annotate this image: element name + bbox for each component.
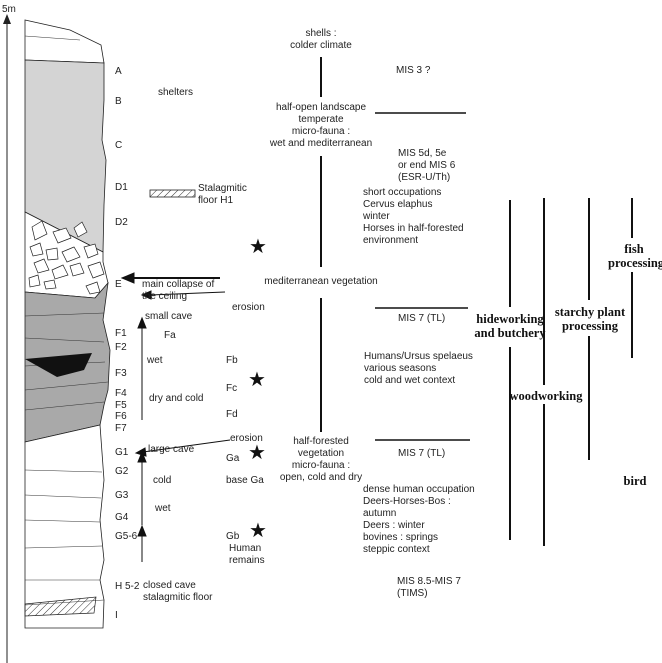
unit-ga: Ga <box>226 453 240 464</box>
dating-mis7-lower: MIS 7 (TL) <box>398 448 446 459</box>
event-arrows <box>120 272 231 562</box>
layer-label-f2: F2 <box>115 342 127 353</box>
unit-gb: Gb <box>226 531 240 542</box>
star-icon: ★ <box>249 518 267 542</box>
layer-label-f4: F4 <box>115 388 127 399</box>
dating-mis3: MIS 3 ? <box>396 65 431 76</box>
layer-label-f1: F1 <box>115 328 127 339</box>
layer-label-f6: F6 <box>115 411 127 422</box>
cold-note: cold <box>153 475 172 486</box>
wet-lower-note: wet <box>155 503 171 514</box>
stalagmitic-floor-box <box>149 189 196 198</box>
layer-label-g1: G1 <box>115 447 129 458</box>
layer-label-g5-6: G5-6 <box>115 531 138 542</box>
layer-label-i: I <box>115 610 118 621</box>
layer-label-c: C <box>115 140 123 151</box>
scale-label: 5m <box>2 4 16 15</box>
erosion-lower-note: erosion <box>230 433 263 444</box>
layer-label-e: E <box>115 279 122 290</box>
star-icon: ★ <box>249 234 267 258</box>
bird-label: bird <box>623 474 647 488</box>
unit-fd: Fd <box>226 409 238 420</box>
layer-label-f7: F7 <box>115 423 127 434</box>
erosion-upper-note: erosion <box>232 302 265 313</box>
stratigraphic-column <box>24 19 111 629</box>
layer-label-f5: F5 <box>115 400 127 411</box>
env-mediterranean: mediterranean vegetation <box>264 276 378 287</box>
layer-label-a: A <box>115 66 122 77</box>
scale-arrowhead <box>3 14 11 24</box>
layer-label-g4: G4 <box>115 512 129 523</box>
layer-label-f3: F3 <box>115 368 127 379</box>
layer-label-b: B <box>115 96 122 107</box>
dating-lines <box>375 112 470 441</box>
unit-fc: Fc <box>226 383 238 394</box>
unit-base-ga: base Ga <box>226 475 264 486</box>
dry-and-cold-note: dry and cold <box>149 393 204 404</box>
layer-label-h5-2: H 5-2 <box>115 581 140 592</box>
unit-fb: Fb <box>226 355 238 366</box>
dating-mis85: MIS 8.5-MIS 7(TIMS) <box>397 576 461 599</box>
rubble-blocks <box>28 220 105 295</box>
dating-mis7-upper: MIS 7 (TL) <box>398 313 446 324</box>
env-shells: shells :colder climate <box>290 28 352 51</box>
activity-bars <box>509 198 633 546</box>
star-icon: ★ <box>248 440 266 464</box>
shelters-note: shelters <box>158 87 194 98</box>
woodworking-label: woodworking <box>509 389 583 403</box>
dark-lens-f3 <box>25 353 92 377</box>
star-icon: ★ <box>248 367 266 391</box>
layer-label-g3: G3 <box>115 490 129 501</box>
wet-upper-note: wet <box>147 355 163 366</box>
layer-label-d2: D2 <box>115 217 128 228</box>
layer-label-d1: D1 <box>115 182 128 193</box>
unit-fa: Fa <box>164 330 176 341</box>
layer-label-g2: G2 <box>115 466 129 477</box>
stalagmitic-floor-hatch <box>24 596 97 617</box>
large-cave-note: large cave <box>148 444 195 455</box>
small-cave-note: small cave <box>145 311 193 322</box>
